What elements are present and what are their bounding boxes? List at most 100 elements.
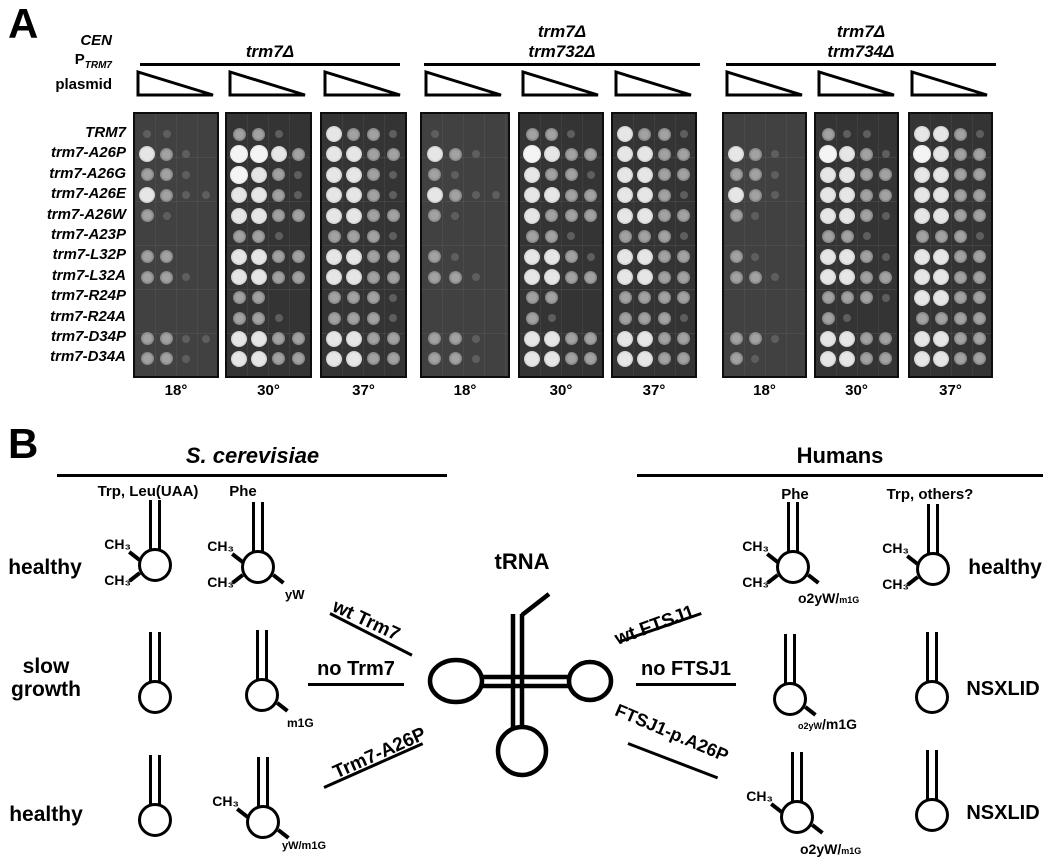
colony-spot	[272, 270, 286, 284]
colony-spot	[451, 170, 460, 179]
bond-tick-icon	[804, 705, 817, 717]
methyl-label: CH₃	[104, 536, 131, 552]
colony-spot	[451, 252, 460, 261]
temperature-label: 37°	[939, 382, 962, 399]
colony-spot	[677, 209, 691, 223]
colony-spot	[954, 332, 968, 345]
colony-spot	[617, 207, 634, 224]
colony-spot	[182, 354, 191, 363]
colony-spot	[973, 168, 987, 182]
panel-a-label: A	[8, 0, 39, 47]
colony-spot	[230, 145, 249, 164]
colony-spot	[770, 334, 779, 343]
colony-spot	[524, 350, 541, 367]
state-healthy: healthy	[8, 556, 82, 579]
temperature-label: 30°	[845, 382, 868, 399]
colony-spot	[860, 291, 874, 305]
trna-stem-loop	[914, 632, 950, 732]
colony-spot	[543, 330, 560, 347]
colony-spot	[471, 354, 480, 363]
spot-plate	[320, 112, 407, 378]
colony-spot	[345, 166, 362, 183]
enzyme-no-trm7: no Trm7	[317, 658, 395, 680]
colony-spot	[367, 311, 381, 325]
methyl-label: CH₃	[742, 574, 769, 590]
colony-spot	[326, 126, 343, 142]
colony-spot	[636, 269, 653, 286]
colony-spot	[820, 166, 837, 183]
colony-spot	[638, 127, 652, 141]
colony-spot	[182, 334, 191, 343]
colony-spot	[232, 291, 246, 305]
anticodon-loop-icon	[776, 550, 810, 584]
colony-spot	[140, 209, 154, 223]
colony-spot	[839, 350, 856, 367]
colony-spot	[770, 273, 779, 282]
group-header-trm7-trm734: trm7Δ trm734Δ	[726, 20, 996, 62]
colony-spot	[545, 168, 559, 182]
bond-tick-icon	[807, 573, 820, 585]
colony-spot	[428, 209, 442, 223]
colony-spot	[564, 352, 578, 366]
anticodon-loop-icon	[241, 550, 275, 584]
colony-spot	[448, 188, 462, 202]
colony-spot	[162, 130, 171, 138]
colony-spot	[751, 354, 760, 363]
colony-spot	[564, 168, 578, 182]
colony-spot	[914, 207, 931, 224]
promoter-label: PTRM7	[74, 51, 112, 71]
colony-spot	[638, 311, 652, 325]
anticodon-loop-icon	[246, 805, 280, 839]
colony-spot	[820, 269, 837, 286]
enzyme-underline	[308, 683, 404, 686]
colony-spot	[345, 350, 362, 367]
state-nsxlid: NSXLID	[966, 678, 1040, 700]
colony-spot	[679, 314, 688, 323]
genotype-line: trm7Δ	[245, 42, 295, 61]
colony-spot	[934, 229, 948, 243]
yeast-title-underline	[57, 474, 447, 477]
colony-spot	[617, 330, 634, 347]
stem-icon	[149, 632, 161, 684]
colony-spot	[525, 229, 539, 243]
anticodon-loop-icon	[773, 682, 807, 716]
anticodon-loop-icon	[915, 680, 949, 714]
colony-spot	[748, 147, 762, 161]
colony-spot	[933, 289, 950, 306]
methyl-label: CH₃	[742, 538, 769, 554]
colony-spot	[386, 332, 400, 345]
colony-spot	[345, 207, 362, 224]
colony-spot	[584, 209, 598, 223]
group-underline	[424, 63, 700, 66]
colony-spot	[586, 252, 595, 261]
colony-spot	[182, 170, 191, 179]
colony-spot	[729, 270, 743, 284]
colony-spot	[140, 270, 154, 284]
colony-spot	[617, 126, 634, 142]
modification-label: yW	[285, 587, 305, 602]
colony-spot	[677, 147, 691, 161]
modification-label: o2yW/m1G	[800, 841, 862, 857]
colony-spot	[252, 311, 266, 325]
colony-spot	[567, 130, 576, 138]
colony-spot	[471, 334, 480, 343]
spot-plate	[814, 112, 899, 378]
colony-spot	[367, 352, 381, 366]
colony-spot	[231, 330, 248, 347]
colony-spot	[386, 209, 400, 223]
row-label: trm7-R24P	[50, 287, 126, 304]
colony-spot	[389, 293, 398, 302]
colony-spot	[748, 188, 762, 202]
colony-spot	[728, 187, 745, 204]
colony-spot	[839, 269, 856, 286]
colony-spot	[657, 332, 671, 345]
plasmid-row-header: CEN PTRM7 plasmid	[0, 31, 112, 94]
colony-spot	[839, 248, 856, 265]
colony-spot	[250, 207, 267, 224]
colony-spot	[326, 166, 343, 183]
colony-spot	[291, 250, 305, 264]
colony-spot	[914, 350, 931, 367]
colony-spot	[367, 250, 381, 264]
colony-spot	[975, 232, 984, 241]
colony-spot	[933, 330, 950, 347]
